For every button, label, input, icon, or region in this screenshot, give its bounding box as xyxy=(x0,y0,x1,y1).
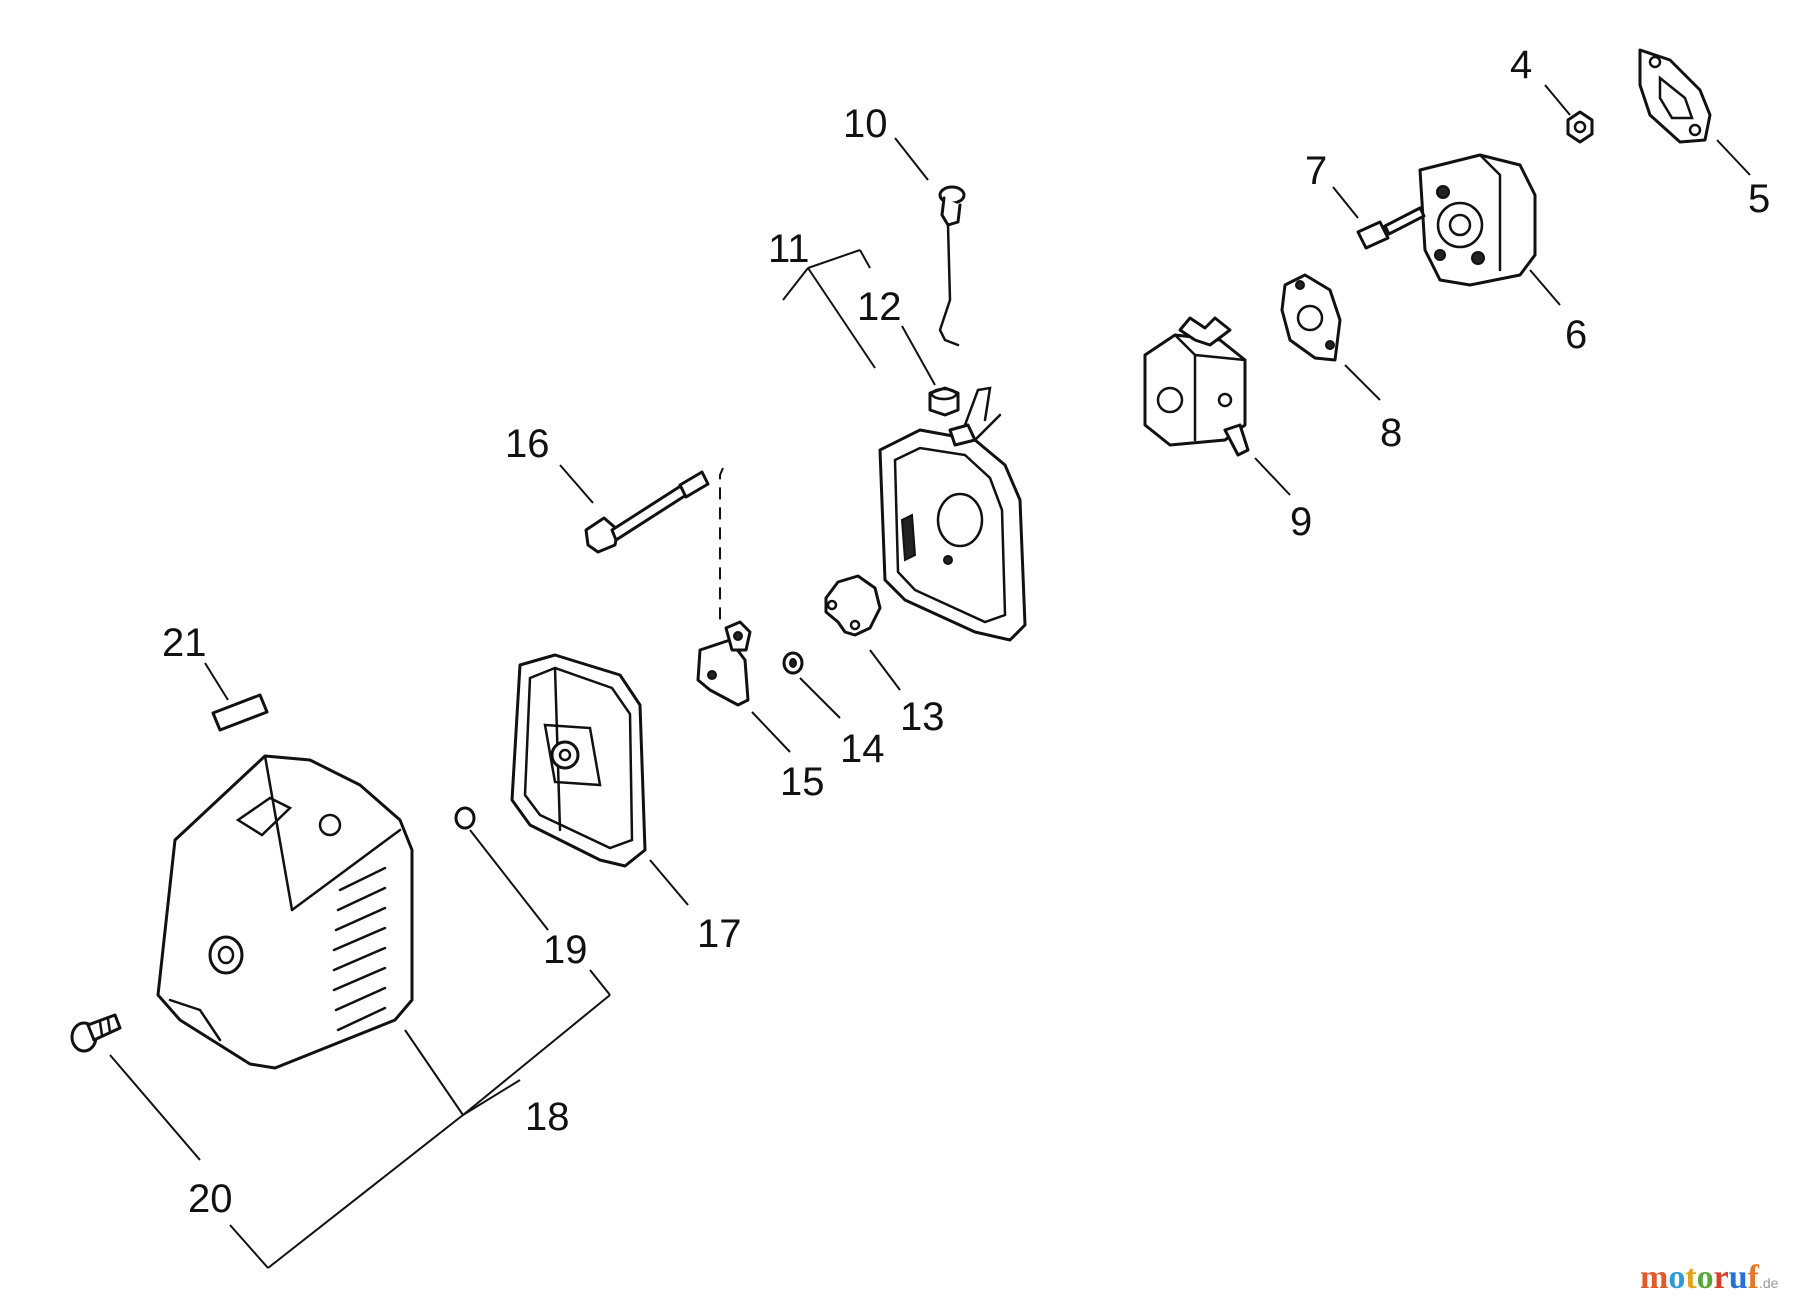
callout-7: 7 xyxy=(1305,149,1327,193)
part-16-bolt xyxy=(584,467,724,622)
callout-labels: 4 5 6 7 8 9 10 11 12 13 14 15 16 17 18 1… xyxy=(162,43,1770,1221)
callout-5: 5 xyxy=(1748,177,1770,221)
callout-17: 17 xyxy=(697,912,742,956)
leader-lines xyxy=(109,84,1751,1269)
watermark-letter: t xyxy=(1685,1259,1697,1296)
watermark-letter: o xyxy=(1697,1259,1714,1296)
watermark-letter: o xyxy=(1668,1259,1685,1296)
watermark-letter: r xyxy=(1714,1259,1729,1296)
callout-11: 11 xyxy=(768,227,810,271)
part-5-gasket xyxy=(1638,48,1712,144)
part-12-grommet xyxy=(928,386,960,417)
callout-16: 16 xyxy=(505,422,550,466)
callout-4: 4 xyxy=(1510,43,1532,87)
part-18-air-cleaner-cover xyxy=(156,754,414,1070)
callout-18: 18 xyxy=(525,1095,570,1139)
callout-10: 10 xyxy=(843,102,888,146)
callout-8: 8 xyxy=(1380,411,1402,455)
watermark-suffix: .de xyxy=(1759,1275,1779,1291)
callout-13: 13 xyxy=(900,695,945,739)
part-9-carburetor xyxy=(1143,316,1250,457)
watermark-letter: f xyxy=(1748,1259,1760,1296)
part-8-gasket xyxy=(1280,273,1342,362)
callout-21: 21 xyxy=(162,621,207,665)
watermark-letter: m xyxy=(1640,1259,1668,1296)
cover-vent-slots xyxy=(332,866,387,1032)
part-20-knob-screw xyxy=(70,1013,122,1053)
part-4-nut xyxy=(1566,110,1594,144)
watermark-logo: motoruf.de xyxy=(1640,1259,1779,1296)
part-21-seal xyxy=(211,693,269,732)
callout-20: 20 xyxy=(188,1177,233,1221)
part-7-bolt xyxy=(1356,206,1426,250)
part-11-air-cleaner-case xyxy=(878,386,1027,642)
svg-text:motoruf.de: motoruf.de xyxy=(1640,1259,1779,1296)
callout-6: 6 xyxy=(1565,313,1587,357)
callout-15: 15 xyxy=(780,760,825,804)
watermark-letter: u xyxy=(1729,1259,1748,1296)
callout-19: 19 xyxy=(543,928,588,972)
callout-14: 14 xyxy=(840,727,885,771)
part-19-o-ring xyxy=(454,806,476,830)
callout-9: 9 xyxy=(1290,500,1312,544)
part-15-bracket xyxy=(696,620,752,707)
callout-12: 12 xyxy=(857,285,902,329)
part-14-washer xyxy=(782,651,804,675)
part-10-choke-rod xyxy=(938,185,966,347)
part-13-choke-plate xyxy=(824,574,882,637)
part-17-air-filter xyxy=(510,653,647,868)
part-6-insulator xyxy=(1418,153,1537,287)
